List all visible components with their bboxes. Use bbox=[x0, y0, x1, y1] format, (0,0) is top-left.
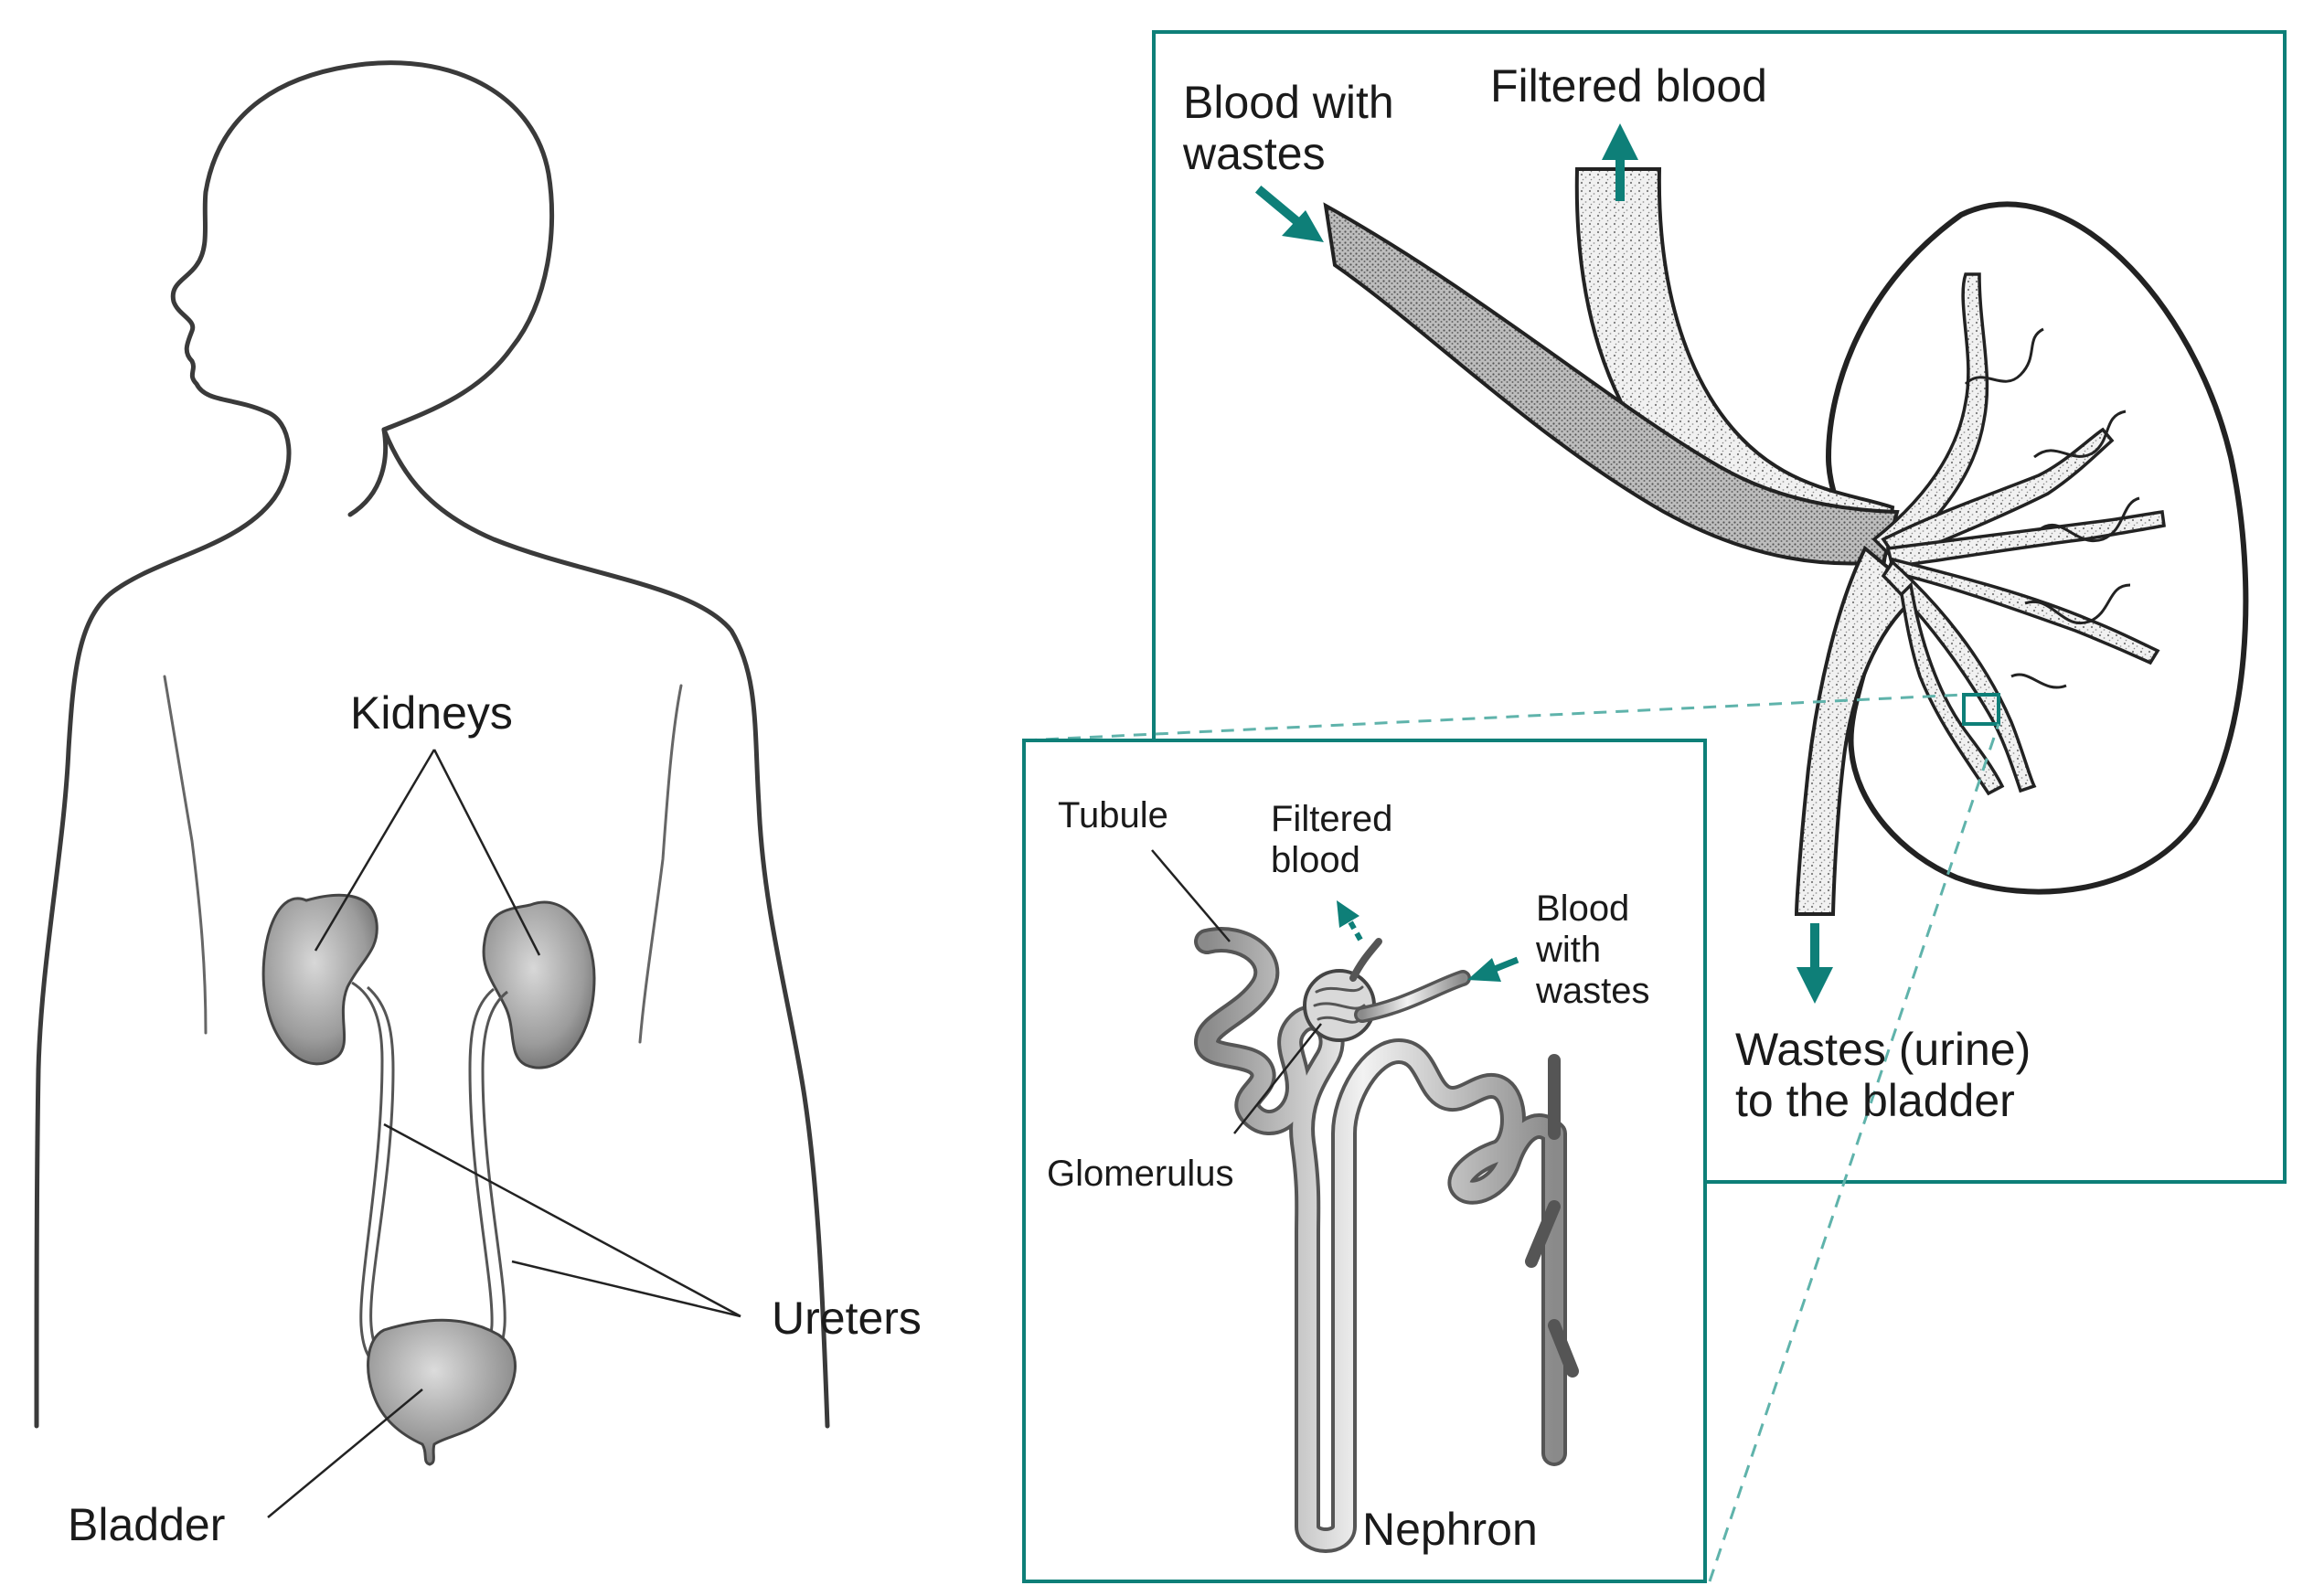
body-leader-lines bbox=[267, 749, 741, 1518]
wastes-urine-label: Wastes (urine) to the bladder bbox=[1735, 1024, 2031, 1126]
kidney-left bbox=[261, 893, 379, 1066]
nephron-blood-line2: with bbox=[1536, 929, 1602, 970]
nephron-leader-lines bbox=[1151, 849, 1322, 1134]
kidney-cross-section bbox=[1323, 167, 2249, 916]
nephron-blood-line3: wastes bbox=[1536, 970, 1650, 1011]
wastes-urine-line1: Wastes (urine) bbox=[1735, 1024, 2031, 1075]
zoom-connector-lines bbox=[1023, 693, 2000, 1582]
tubule-label: Tubule bbox=[1058, 795, 1168, 835]
human-body-outline bbox=[34, 60, 830, 1429]
nephron-filtered-line1: Filtered bbox=[1271, 799, 1393, 839]
nephron-detail-frame bbox=[1022, 739, 1707, 1583]
bladder-label: Bladder bbox=[68, 1499, 226, 1550]
kidney-arrows bbox=[1254, 123, 1833, 1004]
nephron-blood-line1: Blood bbox=[1536, 888, 1630, 929]
glomerulus-label: Glomerulus bbox=[1047, 1154, 1234, 1194]
nephron-location-marker bbox=[1962, 693, 2000, 726]
kidney-right bbox=[482, 900, 596, 1069]
nephron-drawing bbox=[1194, 927, 1579, 1553]
blood-with-wastes-line2: wastes bbox=[1183, 128, 1326, 179]
blood-with-wastes-line1: Blood with bbox=[1183, 77, 1394, 128]
kidneys-label: Kidneys bbox=[350, 687, 513, 739]
bladder bbox=[367, 1318, 517, 1466]
filtered-blood-label: Filtered blood bbox=[1490, 60, 1767, 112]
nephron-arrows bbox=[1337, 900, 1519, 982]
nephron-filtered-line2: blood bbox=[1271, 839, 1360, 880]
ureters bbox=[351, 981, 508, 1373]
nephron-blood-with-wastes-label: Blood with wastes bbox=[1536, 888, 1650, 1011]
ureters-label: Ureters bbox=[772, 1293, 922, 1344]
nephron-filtered-blood-label: Filtered blood bbox=[1271, 799, 1392, 881]
blood-with-wastes-label: Blood with wastes bbox=[1183, 77, 1394, 179]
wastes-urine-line2: to the bladder bbox=[1735, 1075, 2015, 1126]
nephron-title: Nephron bbox=[1362, 1504, 1538, 1555]
